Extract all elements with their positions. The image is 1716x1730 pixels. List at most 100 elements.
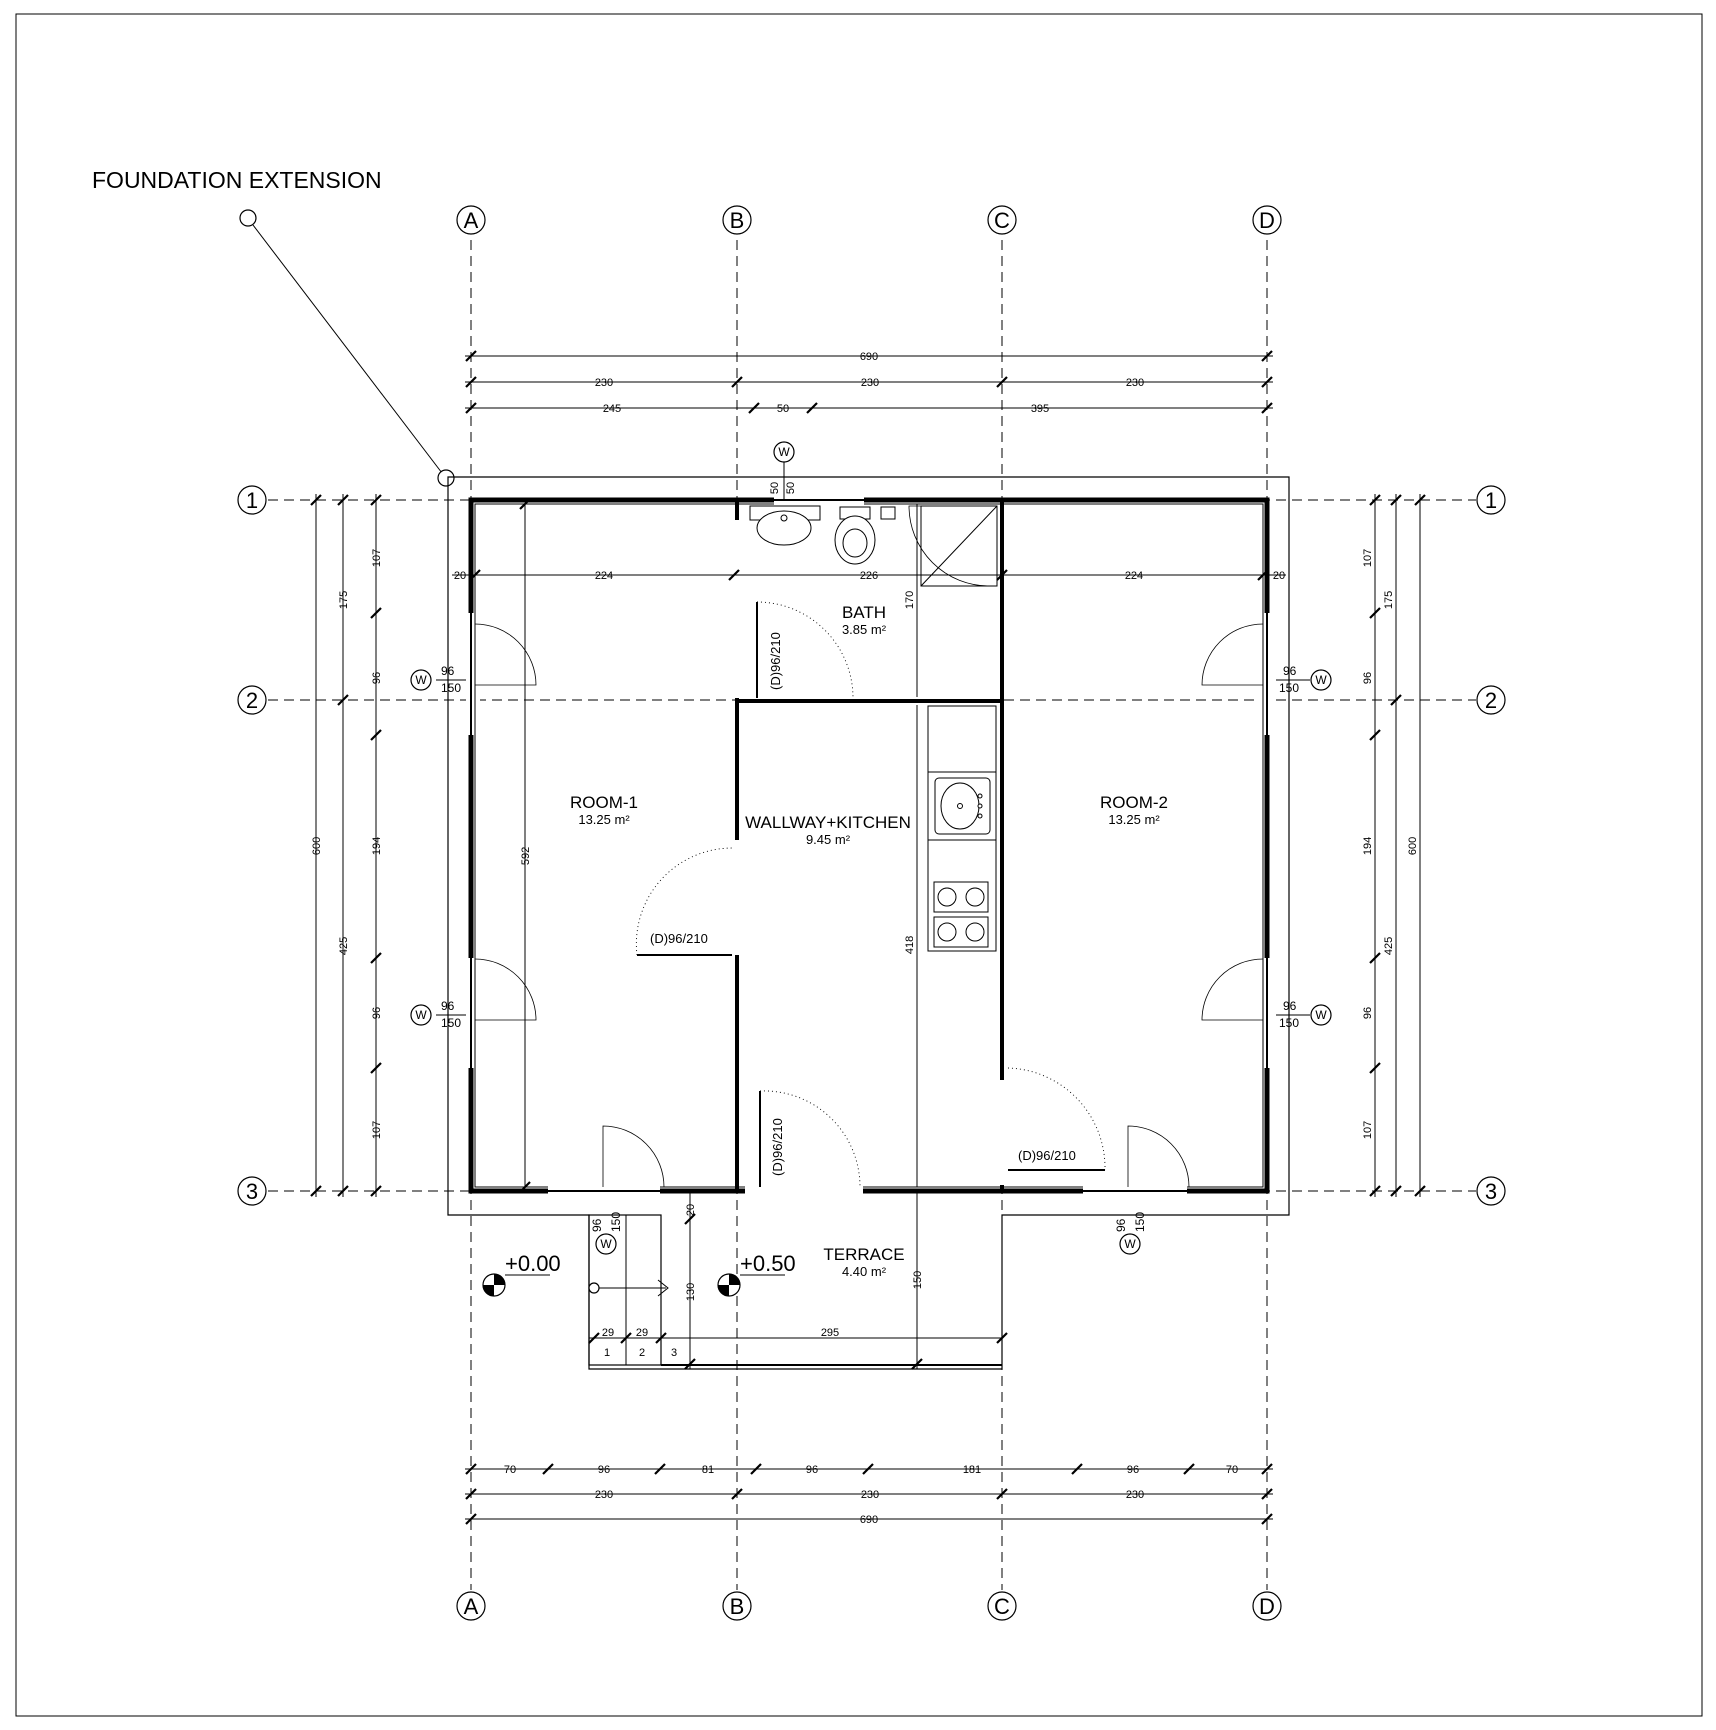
step-number-2: 2 xyxy=(639,1347,645,1359)
dim-tick xyxy=(370,1185,382,1197)
top-dimensions: 690 230 230 230 245 50 395 xyxy=(465,350,1273,415)
faucet-icon-2 xyxy=(977,803,983,809)
faucet-icon-3 xyxy=(977,813,983,819)
dim-tick xyxy=(465,350,477,362)
dim-tick xyxy=(519,498,531,510)
window-swing-left-1 xyxy=(474,623,537,686)
step-arrow-head xyxy=(657,1279,669,1297)
door-label-entry: (D)96/210 xyxy=(770,1118,785,1176)
dim-label: 96 xyxy=(806,1464,818,1476)
dim-label: 600 xyxy=(311,837,323,855)
terrace-dimensions: 29 29 295 20 130 150 xyxy=(588,1191,1008,1370)
dim-tick xyxy=(465,376,477,388)
dim-tick xyxy=(731,1488,743,1500)
grid-bubble-2-left xyxy=(237,685,267,715)
window-tag-circle xyxy=(410,1004,432,1026)
dim-tick xyxy=(370,729,382,741)
dim-tick xyxy=(1369,952,1381,964)
grid-label-a-top: A xyxy=(464,208,479,233)
dim-label: 194 xyxy=(371,837,383,855)
dim-tick xyxy=(1257,569,1269,581)
window-width: 96 xyxy=(1114,1218,1128,1232)
dim-label: 230 xyxy=(595,377,613,389)
window-tag: W xyxy=(1315,1008,1327,1022)
dim-tick xyxy=(310,1185,322,1197)
dim-tick xyxy=(370,494,382,506)
dim-label: 50 xyxy=(769,482,781,494)
level-marker-fill xyxy=(483,1285,494,1296)
window-width: 96 xyxy=(590,1218,604,1232)
dim-label: 20 xyxy=(1273,570,1285,582)
room-area-bath: 3.85 m² xyxy=(842,622,887,637)
burner-icon-1 xyxy=(937,887,957,907)
burner-icon-4 xyxy=(965,922,985,942)
dim-label: 50 xyxy=(777,403,789,415)
window-tag-circle xyxy=(1119,1233,1141,1255)
room-name-hall: WALLWAY+KITCHEN xyxy=(745,813,911,832)
dim-label: 181 xyxy=(963,1464,981,1476)
dim-tick xyxy=(654,1463,666,1475)
room-area-room2: 13.25 m² xyxy=(1108,812,1160,827)
dim-label: 96 xyxy=(598,1464,610,1476)
dim-tick xyxy=(337,694,349,706)
door-label-bath: (D)96/210 xyxy=(768,632,783,690)
window-tag: W xyxy=(778,445,790,459)
burner-icon-2 xyxy=(965,887,985,907)
window-width: 96 xyxy=(441,664,455,678)
door-labels: (D)96/210 (D)96/210 (D)96/210 (D)96/210 xyxy=(650,632,1076,1176)
interior-walls xyxy=(731,500,1008,1197)
dim-tick xyxy=(728,569,740,581)
grid-label-3-right: 3 xyxy=(1485,1179,1497,1204)
bottom-dimensions: 70 96 81 96 181 96 70 230 230 230 690 xyxy=(465,1463,1273,1526)
dim-tick xyxy=(1390,1185,1402,1197)
shower-door-swing xyxy=(908,505,990,587)
window-tags: W 96 150 W 96 150 W 96 150 W 96 150 W 96… xyxy=(410,441,1332,1255)
inner-wall-line xyxy=(474,503,1264,1188)
level-label-0: +0.00 xyxy=(505,1251,561,1276)
room1-door-gap xyxy=(731,840,743,955)
door-label-room1: (D)96/210 xyxy=(650,931,708,946)
grid-bubble-a-bottom xyxy=(456,1591,486,1621)
dim-tick xyxy=(542,1463,554,1475)
entry-door-swing xyxy=(759,1090,861,1188)
window-swing-right-2 xyxy=(1201,958,1264,1021)
dim-label: 600 xyxy=(1407,837,1419,855)
grid-label-1-left: 1 xyxy=(246,488,258,513)
leader-end-circle xyxy=(437,469,455,487)
dim-label: 96 xyxy=(371,672,383,684)
window-swings xyxy=(474,623,1264,1188)
dim-label: 418 xyxy=(904,936,916,954)
dim-label: 245 xyxy=(603,403,621,415)
dim-label: 224 xyxy=(1125,570,1143,582)
dim-label: 96 xyxy=(371,1007,383,1019)
window-gap-right-2 xyxy=(1258,958,1272,1068)
dim-tick xyxy=(1261,1488,1273,1500)
dim-tick xyxy=(1390,694,1402,706)
level-marker-fill xyxy=(718,1285,729,1296)
dim-tick xyxy=(370,952,382,964)
grid-bubble-b-top xyxy=(722,205,752,235)
toilet-seat-icon xyxy=(842,528,868,558)
dim-tick xyxy=(465,1513,477,1525)
window-height: 150 xyxy=(609,1212,623,1232)
room-name-room2: ROOM-2 xyxy=(1100,793,1168,812)
grid-lines xyxy=(268,240,1476,1590)
window-tag: W xyxy=(415,673,427,687)
level-label-1: +0.50 xyxy=(740,1251,796,1276)
dim-tick xyxy=(750,1463,762,1475)
grid-label-c-bottom: C xyxy=(994,1594,1010,1619)
dim-tick xyxy=(465,1488,477,1500)
kitchen-drain-icon xyxy=(957,803,963,809)
sink-drain-icon xyxy=(780,514,788,522)
dim-label: 107 xyxy=(371,1121,383,1139)
grid-bubble-b-bottom xyxy=(722,1591,752,1621)
level-marker-fill xyxy=(494,1274,505,1285)
grid-label-a-bottom: A xyxy=(464,1594,479,1619)
dim-tick xyxy=(370,607,382,619)
leader-start-circle xyxy=(239,209,257,227)
window-gap-right-1 xyxy=(1258,613,1272,735)
sheet-frame xyxy=(15,13,1703,1717)
grid-label-b-bottom: B xyxy=(730,1594,745,1619)
paper-holder-icon xyxy=(880,506,896,520)
